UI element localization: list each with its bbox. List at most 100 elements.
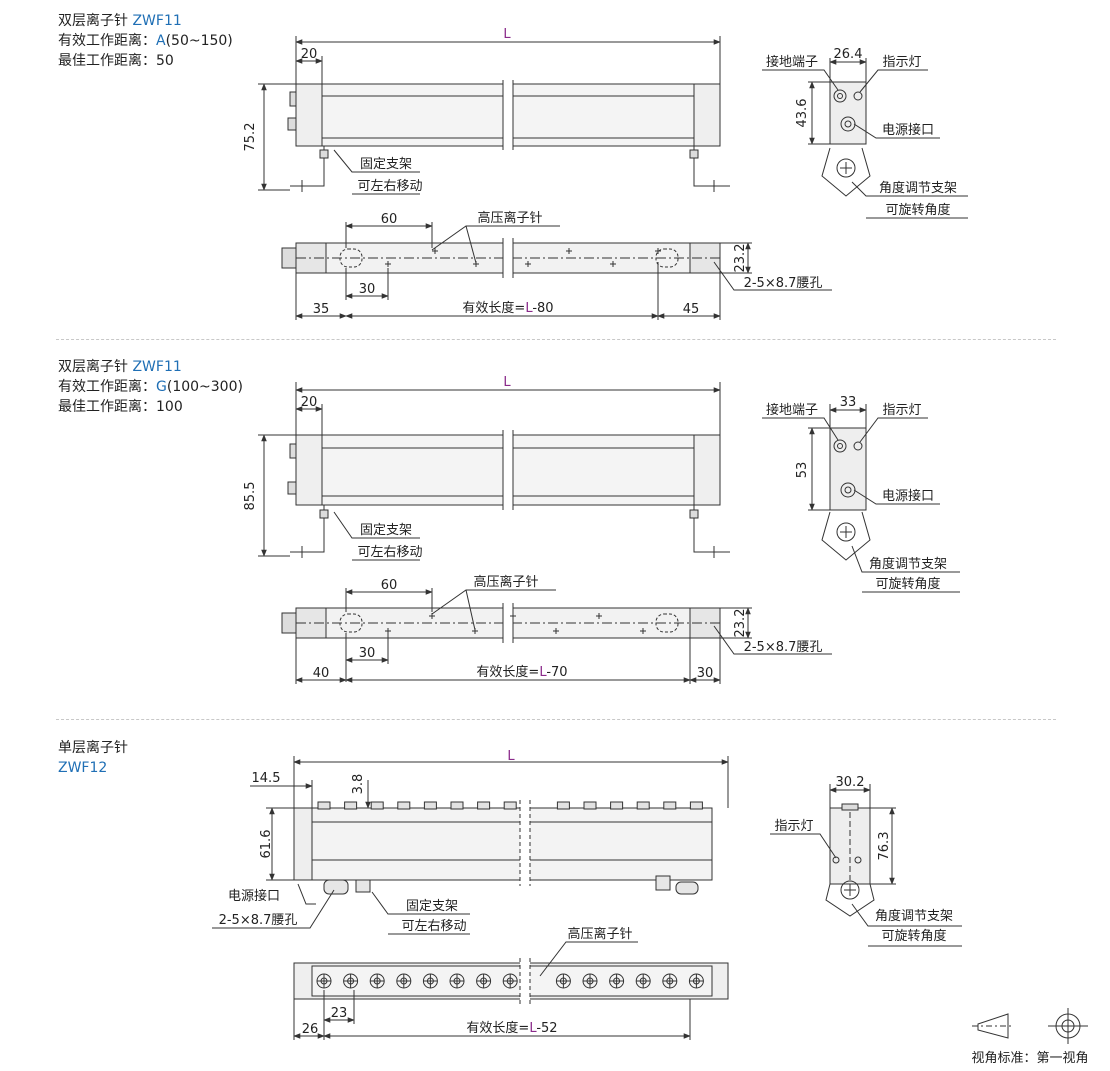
- s1-ground-callout: 接地端子: [766, 54, 818, 70]
- s3-bracket-move-callout: 可左右移动: [401, 919, 466, 934]
- s1-slot-callout: 2-5×8.7腰孔: [744, 276, 823, 291]
- needle-circle: [476, 973, 492, 989]
- needle-circle: [316, 973, 332, 989]
- s3-pitch23-label: 23: [331, 1006, 348, 1021]
- s2-height-label: 85.5: [243, 482, 258, 511]
- s2-eff-prefix: 有效长度=: [476, 664, 539, 680]
- s2-left-label: 40: [313, 666, 330, 681]
- s1-right-label: 45: [683, 302, 700, 317]
- s3-d145-label: 14.5: [252, 771, 281, 786]
- s2-pitch60-label: 60: [381, 578, 398, 593]
- needle-tip: [503, 801, 517, 810]
- section2-work-range: (100~300): [166, 379, 243, 395]
- needle-tip: [423, 801, 437, 810]
- section3-title: 单层离子针: [58, 740, 128, 756]
- s1-eff-prefix: 有效长度=: [462, 300, 525, 316]
- needle-circle: [502, 973, 518, 989]
- needle-circle: [369, 973, 385, 989]
- s1-side-height: 43.6: [795, 99, 810, 128]
- s2-angle-callout: 角度调节支架: [869, 556, 947, 572]
- s1-width-label: 23.2: [733, 244, 748, 273]
- section-divider-2: [56, 719, 1056, 720]
- s2-d20-label: 20: [301, 395, 318, 410]
- section2-title: 双层离子针: [58, 359, 128, 375]
- s1-needle-callout: 高压离子针: [477, 210, 542, 226]
- s2-width-label: 23.2: [733, 609, 748, 638]
- s1-left-label: 35: [313, 302, 330, 317]
- s2-eff-L: L: [539, 665, 547, 680]
- section2-best-value: 100: [156, 399, 183, 415]
- section2-side-view: [762, 404, 960, 593]
- s1-eff-length: 有效长度=L-80: [462, 300, 553, 316]
- needle-circle: [449, 973, 465, 989]
- s3-bracket-callout: 固定支架: [406, 899, 458, 914]
- s1-power-callout: 电源接口: [882, 122, 934, 138]
- s1-height-label: 75.2: [243, 123, 258, 152]
- s1-bracket-callout: 固定支架: [360, 157, 412, 172]
- needle-tip: [610, 801, 624, 810]
- s2-L-label: L: [503, 375, 511, 390]
- needle-circle: [555, 973, 571, 989]
- section3-model: ZWF12: [58, 760, 108, 776]
- section1-front-view: [258, 36, 730, 195]
- s3-eff-L: L: [529, 1021, 537, 1036]
- s2-power-callout: 电源接口: [882, 488, 934, 504]
- section2-work-label: 有效工作距离：: [58, 379, 156, 395]
- s1-d20-label: 20: [301, 47, 318, 62]
- needle-circle: [688, 973, 704, 989]
- s1-pitch30-label: 30: [359, 282, 376, 297]
- needle-circle: [582, 973, 598, 989]
- section2-work-code: G: [156, 379, 167, 395]
- section1-model: ZWF11: [132, 13, 182, 29]
- s2-indicator-callout: 指示灯: [882, 403, 921, 418]
- s1-indicator-callout: 指示灯: [882, 55, 921, 70]
- section2-top-view: [281, 588, 832, 684]
- s1-eff-L: L: [525, 301, 533, 316]
- section1-best-value: 50: [156, 53, 174, 69]
- needle-tip: [583, 801, 597, 810]
- section1-top-view: [281, 222, 832, 320]
- needle-circle: [396, 973, 412, 989]
- s3-height-label: 61.6: [259, 830, 274, 859]
- s2-eff-length: 有效长度=L-70: [476, 664, 567, 680]
- s3-angle-callout: 角度调节支架: [875, 908, 953, 924]
- s3-eff-prefix: 有效长度=: [466, 1020, 529, 1036]
- needle-tip: [450, 801, 464, 810]
- s2-bracket-callout: 固定支架: [360, 523, 412, 538]
- section3-front-view: [212, 756, 729, 935]
- s3-indicator-callout: 指示灯: [774, 819, 813, 834]
- s2-side-height: 53: [795, 462, 810, 479]
- needle-circle: [343, 973, 359, 989]
- first-angle-projection-symbol: [972, 1008, 1088, 1044]
- s3-needle-callout: 高压离子针: [567, 926, 632, 942]
- section2-header: 双层离子针 ZWF11 有效工作距离：G(100~300) 最佳工作距离：100: [58, 357, 243, 417]
- section1-work-label: 有效工作距离：: [58, 33, 156, 49]
- s3-rotate-callout: 可旋转角度: [881, 928, 946, 944]
- needle-circle: [662, 973, 678, 989]
- section3-header: 单层离子针 ZWF12: [58, 738, 128, 778]
- s3-d38-label: 3.8: [351, 774, 366, 795]
- s2-bracket-move-callout: 可左右移动: [357, 545, 422, 560]
- needle-circle: [635, 973, 651, 989]
- section1-title: 双层离子针: [58, 13, 128, 29]
- section1-work-code: A: [156, 33, 166, 49]
- needle-circle: [422, 973, 438, 989]
- s1-pitch60-label: 60: [381, 212, 398, 227]
- s2-pitch30-label: 30: [359, 646, 376, 661]
- needle-tip: [556, 801, 570, 810]
- s2-rotate-callout: 可旋转角度: [875, 576, 940, 592]
- s2-needle-callout: 高压离子针: [473, 574, 538, 590]
- s1-side-width: 26.4: [834, 47, 863, 62]
- s1-angle-callout: 角度调节支架: [879, 180, 957, 196]
- s2-side-width: 33: [840, 395, 857, 410]
- section1-work-range: (50~150): [165, 33, 233, 49]
- section3-needle-circles: [316, 973, 704, 989]
- needle-tip: [636, 801, 650, 810]
- section-divider-1: [56, 339, 1056, 340]
- s2-right-label: 30: [697, 666, 714, 681]
- s1-eff-suffix: -80: [532, 301, 553, 316]
- section1-side-view: [762, 58, 968, 219]
- section2-best-label: 最佳工作距离：: [58, 399, 156, 415]
- needle-tip: [477, 801, 491, 810]
